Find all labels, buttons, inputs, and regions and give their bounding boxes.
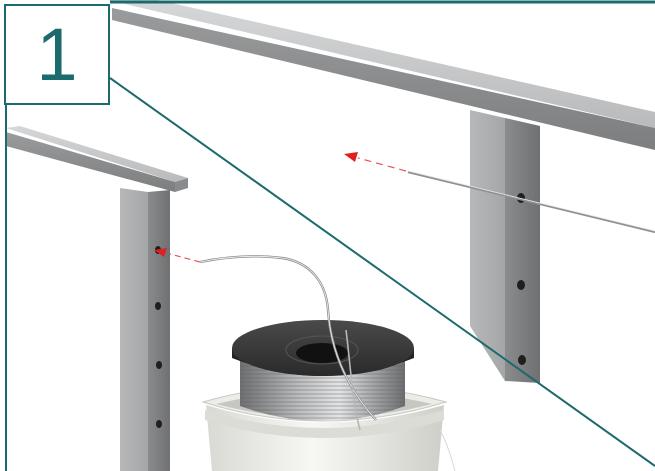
left-post-hole bbox=[156, 361, 162, 369]
left-top-rail-top-face bbox=[6, 126, 188, 182]
right-top-rail-side-face bbox=[112, 8, 655, 150]
bucket-body bbox=[206, 405, 444, 471]
right-top-rail-top-face bbox=[108, 0, 655, 128]
left-railing bbox=[5, 105, 188, 471]
right-post-front bbox=[470, 110, 505, 381]
left-post-hole bbox=[155, 302, 161, 310]
spool-inner-ring bbox=[285, 335, 359, 365]
step-number: 1 bbox=[36, 12, 78, 96]
frame-lines bbox=[109, 0, 655, 467]
left-post-front bbox=[120, 188, 148, 471]
left-post-hole bbox=[156, 420, 162, 428]
frame-diagonal-line bbox=[109, 77, 655, 467]
right-railing bbox=[108, 0, 655, 383]
left-guide-arrow bbox=[154, 248, 201, 263]
left-post-side bbox=[148, 190, 170, 471]
bucket-rim-band bbox=[205, 410, 444, 438]
arrow-head bbox=[344, 152, 358, 162]
right-cable bbox=[407, 170, 655, 234]
left-top-rail-side-face bbox=[6, 132, 175, 192]
right-post-hole bbox=[517, 280, 525, 290]
red-dashed-arrow-icon bbox=[169, 253, 201, 263]
spool-center-hole bbox=[296, 343, 348, 363]
cable-from-spool-highlight bbox=[199, 255, 377, 421]
right-post-hole bbox=[518, 355, 526, 365]
arrow-head bbox=[154, 248, 167, 257]
right-cable-highlight bbox=[407, 170, 655, 232]
right-post-side bbox=[505, 118, 540, 383]
step-number-badge: 1 bbox=[4, 4, 110, 105]
red-dashed-arrow-icon bbox=[357, 157, 407, 172]
cable-tail-2 bbox=[439, 429, 456, 471]
left-top-rail-end-cap bbox=[175, 178, 188, 192]
cable-spool-bucket bbox=[199, 255, 456, 471]
right-guide-arrow bbox=[344, 152, 407, 172]
cable-tail bbox=[345, 329, 361, 431]
